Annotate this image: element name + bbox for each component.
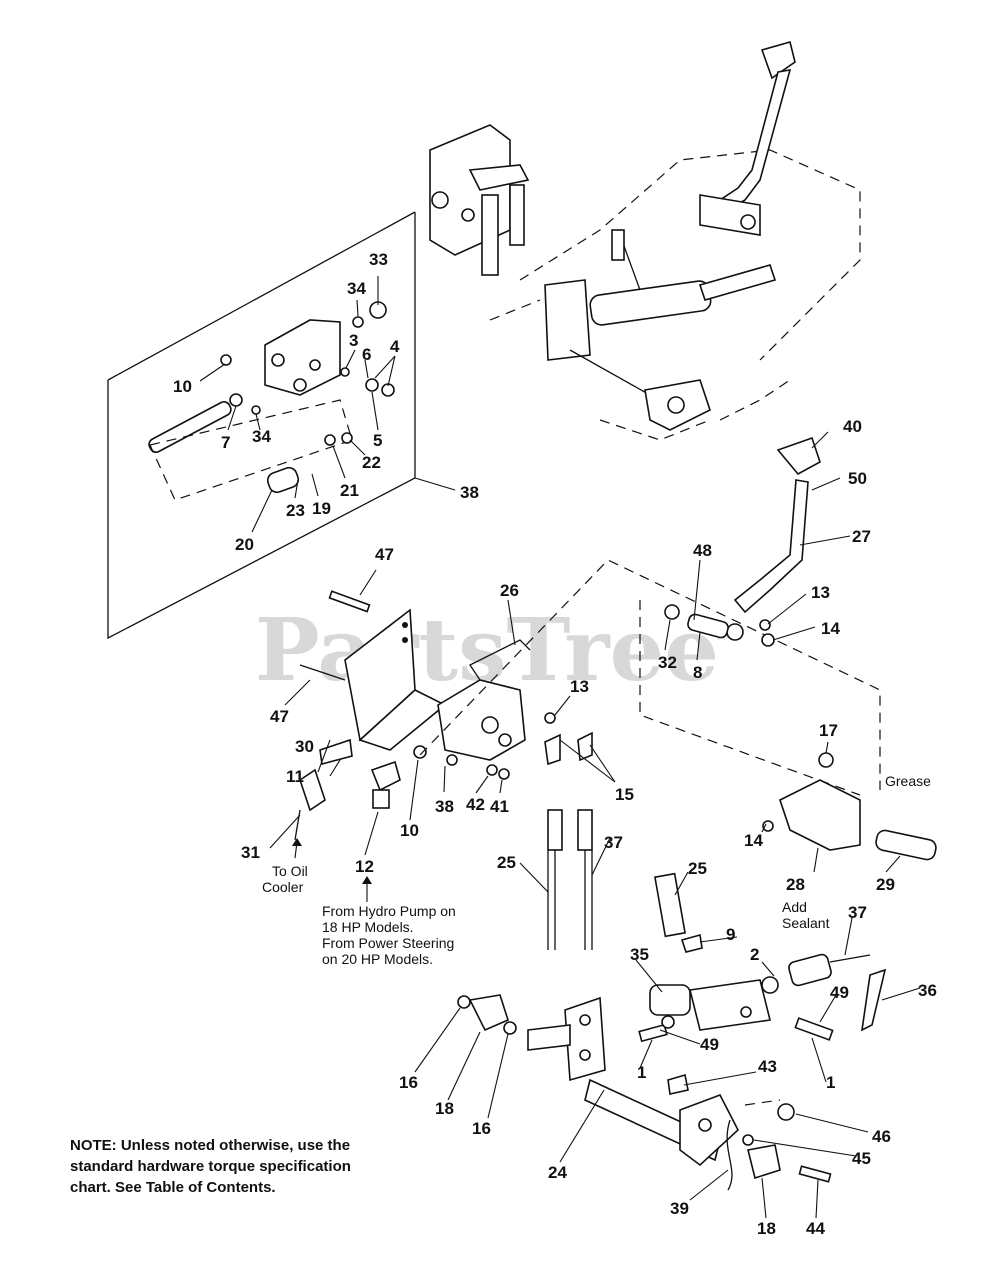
guide-line-pivot [639, 600, 861, 796]
lift-lever [664, 436, 821, 647]
callout-50: 50 [848, 469, 867, 488]
callout-16: 16 [399, 1073, 418, 1092]
lift-cylinder-exploded [638, 872, 887, 1043]
hydro-pump-note-line3: From Power Steering [322, 935, 454, 951]
callout-10: 10 [400, 821, 419, 840]
callout-34: 34 [347, 279, 366, 298]
callout-18: 18 [757, 1219, 776, 1238]
pedal-assembly [699, 41, 796, 236]
callout-32: 32 [658, 653, 677, 672]
callout-49: 49 [700, 1035, 719, 1054]
callout-8: 8 [693, 663, 702, 682]
callout-23: 23 [286, 501, 305, 520]
oil-cooler-note-line1: To Oil [272, 863, 308, 879]
callout-49: 49 [830, 983, 849, 1002]
callout-34: 34 [252, 427, 271, 446]
callout-17: 17 [819, 721, 838, 740]
callout-7: 7 [221, 433, 230, 452]
callout-45: 45 [852, 1149, 871, 1168]
add-sealant-note-line2: Sealant [782, 915, 830, 931]
callout-numbers: 33 34 3 6 4 10 7 34 5 22 21 19 23 20 38 … [173, 250, 937, 1238]
torque-note-line3: chart. See Table of Contents. [70, 1179, 276, 1196]
callout-15: 15 [615, 785, 634, 804]
oil-cooler-note-line2: Cooler [262, 879, 304, 895]
callout-25: 25 [497, 853, 516, 872]
callout-1: 1 [826, 1073, 835, 1092]
callout-19: 19 [312, 499, 331, 518]
lift-cylinder-installed [544, 229, 777, 431]
callout-14: 14 [821, 619, 840, 638]
callout-40: 40 [843, 417, 862, 436]
control-valve-installed [429, 124, 530, 276]
hydro-pump-note-line4: on 20 HP Models. [322, 951, 433, 967]
callout-11: 11 [286, 767, 304, 786]
callout-25: 25 [688, 859, 707, 878]
callout-1: 1 [637, 1063, 646, 1082]
callout-20: 20 [235, 535, 254, 554]
torque-note-line1: NOTE: Unless noted otherwise, use the [70, 1137, 351, 1154]
callout-33: 33 [369, 250, 388, 269]
callout-22: 22 [362, 453, 381, 472]
callout-14: 14 [744, 831, 763, 850]
tractor-frame-outline [489, 149, 861, 441]
callout-44: 44 [806, 1219, 825, 1238]
callout-12: 12 [355, 857, 374, 876]
callout-28: 28 [786, 875, 805, 894]
callout-35: 35 [630, 945, 649, 964]
callout-37: 37 [604, 833, 623, 852]
callout-6: 6 [362, 345, 371, 364]
callout-5: 5 [373, 431, 382, 450]
callout-3: 3 [349, 331, 358, 350]
leader-lines [199, 276, 921, 1219]
pivot-bracket [762, 752, 937, 861]
callout-29: 29 [876, 875, 895, 894]
callout-16: 16 [472, 1119, 491, 1138]
callout-24: 24 [548, 1163, 567, 1182]
callout-47: 47 [270, 707, 289, 726]
torque-note: NOTE: Unless noted otherwise, use the st… [70, 1135, 430, 1198]
callout-21: 21 [340, 481, 359, 500]
callout-2: 2 [750, 945, 759, 964]
callout-47: 47 [375, 545, 394, 564]
callout-27: 27 [852, 527, 871, 546]
callout-18: 18 [435, 1099, 454, 1118]
callout-43: 43 [758, 1057, 777, 1076]
callout-9: 9 [726, 925, 735, 944]
callout-48: 48 [693, 541, 712, 560]
grease-note: Grease [885, 773, 931, 789]
callout-13: 13 [811, 583, 830, 602]
callout-38: 38 [435, 797, 454, 816]
hydro-pump-note-line2: 18 HP Models. [322, 919, 414, 935]
callout-41: 41 [490, 797, 509, 816]
callout-46: 46 [872, 1127, 891, 1146]
valve-and-bracket-assembly [294, 590, 593, 950]
rock-shaft [457, 994, 832, 1191]
hydro-pump-note-line1: From Hydro Pump on [322, 903, 456, 919]
torque-note-line2: standard hardware torque specification [70, 1158, 351, 1175]
callout-26: 26 [500, 581, 519, 600]
callout-39: 39 [670, 1199, 689, 1218]
callout-30: 30 [295, 737, 314, 756]
callout-42: 42 [466, 795, 485, 814]
callout-31: 31 [241, 843, 260, 862]
callout-36: 36 [918, 981, 937, 1000]
callout-4: 4 [390, 337, 400, 356]
add-sealant-note-line1: Add [782, 899, 807, 915]
valve-exploded-panel [107, 211, 416, 640]
callout-10: 10 [173, 377, 192, 396]
annotations: Grease Add Sealant To Oil Cooler From Hy… [262, 773, 931, 967]
callout-37: 37 [848, 903, 867, 922]
callout-13: 13 [570, 677, 589, 696]
callout-38: 38 [460, 483, 479, 502]
